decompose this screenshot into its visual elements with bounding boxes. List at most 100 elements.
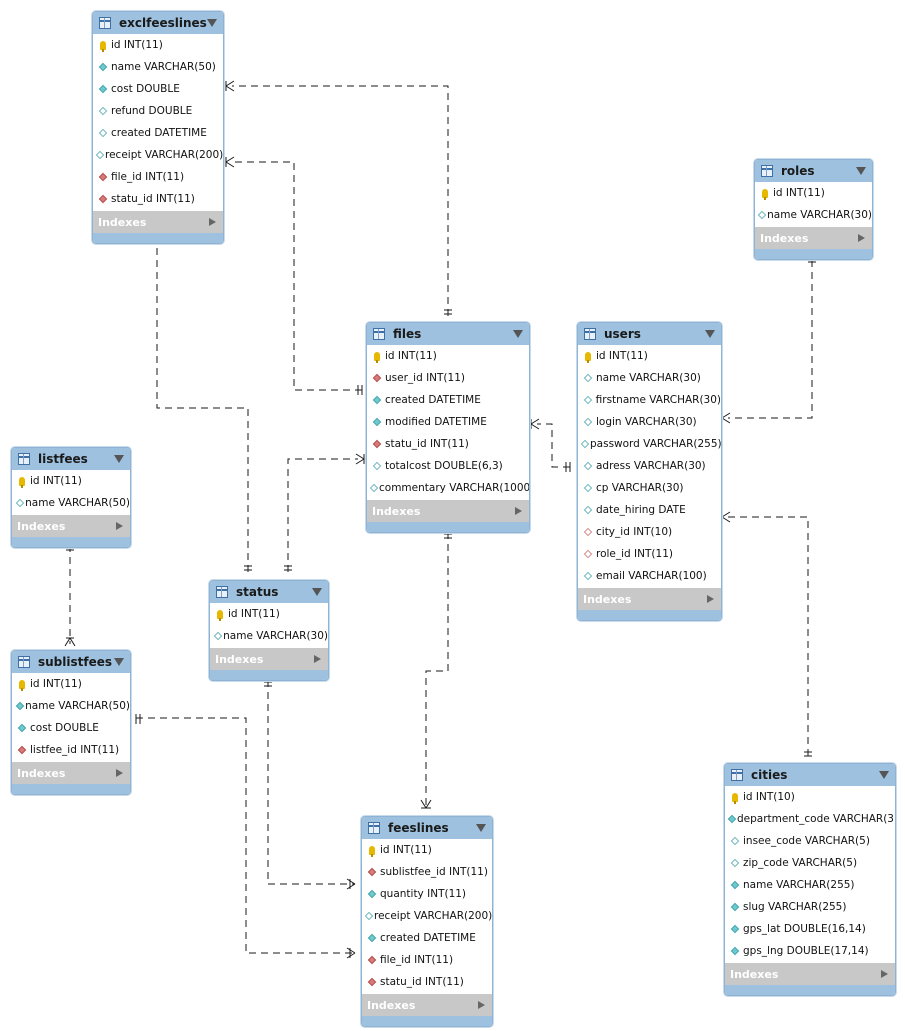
collapse-caret-icon[interactable] xyxy=(207,19,217,27)
column-row[interactable]: login VARCHAR(30) xyxy=(578,411,721,433)
column-label: id INT(10) xyxy=(743,791,795,803)
column-row[interactable]: file_id INT(11) xyxy=(362,949,492,971)
column-row[interactable]: cp VARCHAR(30) xyxy=(578,477,721,499)
expand-arrow-icon[interactable] xyxy=(478,1001,485,1009)
column-row[interactable]: cost DOUBLE xyxy=(12,717,130,739)
column-row[interactable]: name VARCHAR(30) xyxy=(578,367,721,389)
column-row[interactable]: name VARCHAR(30) xyxy=(755,204,872,226)
indexes-section[interactable]: Indexes xyxy=(725,963,895,985)
column-label: slug VARCHAR(255) xyxy=(743,901,847,913)
expand-arrow-icon[interactable] xyxy=(314,655,321,663)
column-row[interactable]: name VARCHAR(30) xyxy=(210,625,328,647)
column-row[interactable]: slug VARCHAR(255) xyxy=(725,896,895,918)
column-row[interactable]: user_id INT(11) xyxy=(367,367,529,389)
column-row[interactable]: id INT(11) xyxy=(93,34,223,56)
indexes-section[interactable]: Indexes xyxy=(93,211,223,233)
table-header[interactable]: cities xyxy=(725,764,895,786)
column-row[interactable]: department_code VARCHAR(3) xyxy=(725,808,895,830)
expand-arrow-icon[interactable] xyxy=(209,218,216,226)
column-row[interactable]: refund DOUBLE xyxy=(93,100,223,122)
column-row[interactable]: city_id INT(10) xyxy=(578,521,721,543)
column-row[interactable]: quantity INT(11) xyxy=(362,883,492,905)
column-row[interactable]: receipt VARCHAR(200) xyxy=(362,905,492,927)
column-row[interactable]: id INT(11) xyxy=(578,345,721,367)
indexes-section[interactable]: Indexes xyxy=(755,227,872,249)
nullable-foreign-key-icon xyxy=(582,527,594,537)
column-row[interactable]: id INT(11) xyxy=(210,603,328,625)
column-row[interactable]: id INT(11) xyxy=(362,839,492,861)
expand-arrow-icon[interactable] xyxy=(881,970,888,978)
indexes-section[interactable]: Indexes xyxy=(362,994,492,1016)
collapse-caret-icon[interactable] xyxy=(879,771,889,779)
collapse-caret-icon[interactable] xyxy=(705,330,715,338)
primary-key-icon xyxy=(371,351,383,363)
column-row[interactable]: created DATETIME xyxy=(93,122,223,144)
indexes-section[interactable]: Indexes xyxy=(578,588,721,610)
expand-arrow-icon[interactable] xyxy=(116,522,123,530)
collapse-caret-icon[interactable] xyxy=(476,824,486,832)
expand-arrow-icon[interactable] xyxy=(116,769,123,777)
table-header[interactable]: sublistfees xyxy=(12,651,130,673)
collapse-caret-icon[interactable] xyxy=(114,658,124,666)
indexes-section[interactable]: Indexes xyxy=(12,515,130,537)
table-header[interactable]: files xyxy=(367,323,529,345)
column-row[interactable]: role_id INT(11) xyxy=(578,543,721,565)
column-row[interactable]: id INT(11) xyxy=(12,470,130,492)
column-row[interactable]: commentary VARCHAR(1000) xyxy=(367,477,529,499)
column-row[interactable]: sublistfee_id INT(11) xyxy=(362,861,492,883)
collapse-caret-icon[interactable] xyxy=(856,167,866,175)
table-cities[interactable]: cities id INT(10) department_code VARCHAR(… xyxy=(724,763,896,996)
column-row[interactable]: statu_id INT(11) xyxy=(93,188,223,210)
expand-arrow-icon[interactable] xyxy=(515,507,522,515)
column-row[interactable]: name VARCHAR(50) xyxy=(93,56,223,78)
column-row[interactable]: created DATETIME xyxy=(362,927,492,949)
table-header[interactable]: status xyxy=(210,581,328,603)
column-row[interactable]: file_id INT(11) xyxy=(93,166,223,188)
column-row[interactable]: password VARCHAR(255) xyxy=(578,433,721,455)
expand-arrow-icon[interactable] xyxy=(707,595,714,603)
column-row[interactable]: id INT(11) xyxy=(755,182,872,204)
column-row[interactable]: name VARCHAR(50) xyxy=(12,492,130,514)
column-row[interactable]: zip_code VARCHAR(5) xyxy=(725,852,895,874)
column-row[interactable]: id INT(10) xyxy=(725,786,895,808)
collapse-caret-icon[interactable] xyxy=(312,588,322,596)
table-header[interactable]: exclfeeslines xyxy=(93,12,223,34)
column-row[interactable]: adress VARCHAR(30) xyxy=(578,455,721,477)
indexes-section[interactable]: Indexes xyxy=(367,500,529,522)
column-row[interactable]: listfee_id INT(11) xyxy=(12,739,130,761)
column-row[interactable]: firstname VARCHAR(30) xyxy=(578,389,721,411)
column-row[interactable]: name VARCHAR(255) xyxy=(725,874,895,896)
collapse-caret-icon[interactable] xyxy=(513,330,523,338)
collapse-caret-icon[interactable] xyxy=(114,455,124,463)
column-row[interactable]: created DATETIME xyxy=(367,389,529,411)
indexes-section[interactable]: Indexes xyxy=(210,648,328,670)
column-row[interactable]: cost DOUBLE xyxy=(93,78,223,100)
column-row[interactable]: statu_id INT(11) xyxy=(367,433,529,455)
column-row[interactable]: id INT(11) xyxy=(12,673,130,695)
column-row[interactable]: receipt VARCHAR(200) xyxy=(93,144,223,166)
column-row[interactable]: statu_id INT(11) xyxy=(362,971,492,993)
column-row[interactable]: gps_lng DOUBLE(17,14) xyxy=(725,940,895,962)
table-header[interactable]: users xyxy=(578,323,721,345)
column-row[interactable]: email VARCHAR(100) xyxy=(578,565,721,587)
column-row[interactable]: modified DATETIME xyxy=(367,411,529,433)
indexes-section[interactable]: Indexes xyxy=(12,762,130,784)
column-row[interactable]: date_hiring DATE xyxy=(578,499,721,521)
column-row[interactable]: gps_lat DOUBLE(16,14) xyxy=(725,918,895,940)
column-row[interactable]: insee_code VARCHAR(5) xyxy=(725,830,895,852)
table-header[interactable]: roles xyxy=(755,160,872,182)
table-header[interactable]: listfees xyxy=(12,448,130,470)
column-row[interactable]: totalcost DOUBLE(6,3) xyxy=(367,455,529,477)
column-row[interactable]: name VARCHAR(50) xyxy=(12,695,130,717)
table-header[interactable]: feeslines xyxy=(362,817,492,839)
column-row[interactable]: id INT(11) xyxy=(367,345,529,367)
expand-arrow-icon[interactable] xyxy=(858,234,865,242)
